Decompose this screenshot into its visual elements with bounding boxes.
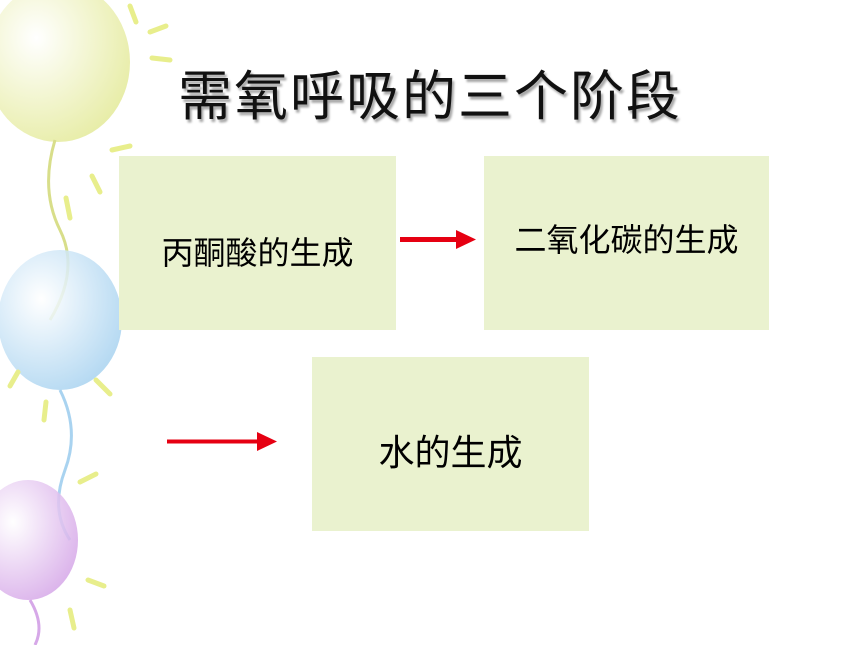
- stage-label-carbon-dioxide: 二氧化碳的生成: [514, 221, 739, 259]
- right-arrow-icon: [167, 432, 277, 451]
- stage-label-pyruvate: 丙酮酸的生成: [161, 234, 354, 272]
- purple-balloon: [0, 480, 78, 600]
- slide-title: 需氧呼吸的三个阶段: [178, 65, 682, 128]
- right-arrow-icon: [400, 230, 476, 249]
- yellow-balloon: [0, 0, 130, 142]
- stage-box-water: 水的生成: [312, 357, 589, 531]
- blue-balloon: [0, 250, 122, 390]
- stage-box-pyruvate: 丙酮酸的生成: [119, 156, 396, 330]
- stage-label-water: 水的生成: [378, 433, 523, 474]
- stage-box-carbon-dioxide: 二氧化碳的生成: [484, 156, 769, 330]
